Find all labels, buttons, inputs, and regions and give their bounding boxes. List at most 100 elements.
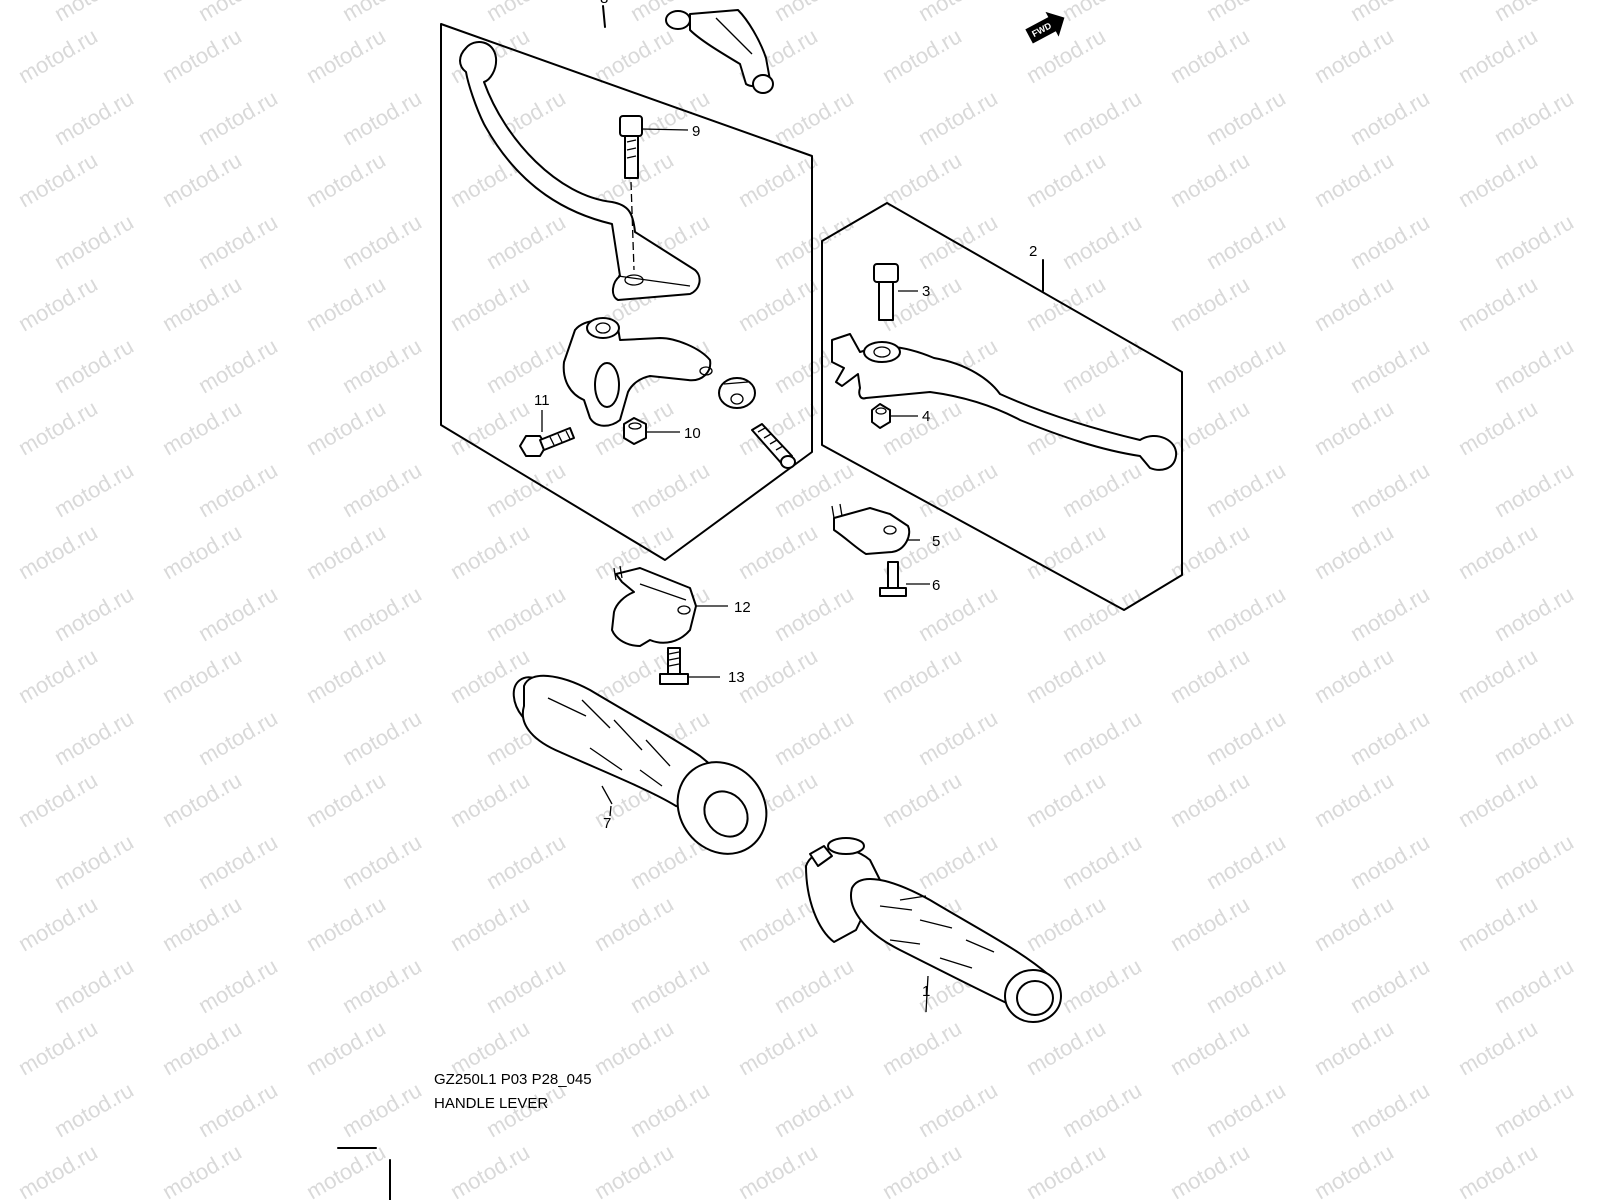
watermark-text: motod.ru (626, 457, 714, 522)
watermark-text: motod.ru (194, 829, 282, 894)
watermark-text: motod.ru (734, 1015, 822, 1080)
callout-4: 4 (922, 408, 930, 425)
model-code: GZ250L1 P03 P28_045 (434, 1071, 592, 1088)
watermark-text: motod.ru (50, 953, 138, 1018)
throttle-grip-1 (805, 837, 1062, 1023)
watermark-text: motod.ru (1490, 457, 1578, 522)
watermark-text: motod.ru (1346, 953, 1434, 1018)
grip-7 (512, 674, 768, 855)
watermark-text: motod.ru (482, 333, 570, 398)
watermark-text: motod.ru (158, 1015, 246, 1080)
watermark-text: motod.ru (1454, 1139, 1542, 1200)
watermark-text: motod.ru (302, 147, 390, 212)
watermark-text: motod.ru (1058, 457, 1146, 522)
watermark-text: motod.ru (1022, 147, 1110, 212)
callout-6: 6 (932, 577, 940, 594)
watermark-text: motod.ru (1346, 209, 1434, 274)
watermark-text: motod.ru (1454, 271, 1542, 336)
watermark-text: motod.ru (1490, 581, 1578, 646)
diagram-title: HANDLE LEVER (434, 1095, 548, 1112)
watermark-text: motod.ru (1058, 209, 1146, 274)
bolt-11 (519, 410, 575, 457)
watermark-text: motod.ru (1166, 395, 1254, 460)
watermark-text: motod.ru (1490, 85, 1578, 150)
watermark-text: motod.ru (590, 1015, 678, 1080)
callout-9: 9 (692, 123, 700, 140)
assembly-box-8 (440, 23, 813, 561)
watermark-text: motod.ru (302, 643, 390, 708)
watermark-text: motod.ru (914, 457, 1002, 522)
watermark-text: motod.ru (734, 519, 822, 584)
watermark-text: motod.ru (14, 395, 102, 460)
watermark-text: motod.ru (194, 457, 282, 522)
watermark-text: motod.ru (1202, 581, 1290, 646)
watermark-text: motod.ru (1346, 333, 1434, 398)
watermark-text: motod.ru (158, 271, 246, 336)
watermark-text: motod.ru (1022, 767, 1110, 832)
watermark-text: motod.ru (482, 209, 570, 274)
watermark-text: motod.ru (1166, 519, 1254, 584)
callout-11: 11 (534, 392, 550, 409)
watermark-text: motod.ru (770, 581, 858, 646)
watermark-text: motod.ru (158, 519, 246, 584)
watermark-text: motod.ru (1490, 333, 1578, 398)
watermark-text: motod.ru (1202, 457, 1290, 522)
watermark-text: motod.ru (914, 209, 1002, 274)
watermark-text: motod.ru (338, 85, 426, 150)
watermark-text: motod.ru (1022, 643, 1110, 708)
watermark-text: motod.ru (482, 953, 570, 1018)
watermark-text: motod.ru (50, 333, 138, 398)
watermark-text: motod.ru (1310, 147, 1398, 212)
watermark-text: motod.ru (734, 643, 822, 708)
adjuster-screw (751, 423, 796, 469)
watermark-text: motod.ru (194, 0, 282, 26)
watermark-text: motod.ru (158, 147, 246, 212)
fwd-arrow-icon: FWD (1025, 11, 1065, 44)
watermark-text: motod.ru (302, 891, 390, 956)
watermark-text: motod.ru (158, 643, 246, 708)
watermark-text: motod.ru (770, 705, 858, 770)
watermark-text: motod.ru (1022, 1015, 1110, 1080)
watermark-text: motod.ru (50, 457, 138, 522)
cable-adjuster-top (665, 9, 774, 94)
watermark-text: motod.ru (914, 581, 1002, 646)
watermark-text: motod.ru (914, 0, 1002, 26)
watermark-text: motod.ru (878, 23, 966, 88)
watermark-text: motod.ru (1454, 891, 1542, 956)
watermark-text: motod.ru (626, 1077, 714, 1142)
watermark-text: motod.ru (1202, 0, 1290, 26)
watermark-text: motod.ru (14, 147, 102, 212)
watermark-text: motod.ru (446, 395, 534, 460)
nut-4 (871, 403, 918, 429)
callout-13: 13 (728, 669, 745, 686)
watermark-text: motod.ru (194, 705, 282, 770)
clutch-lever (459, 41, 701, 301)
watermark-text: motod.ru (482, 457, 570, 522)
clutch-lever-assembly (440, 5, 813, 561)
watermark-text: motod.ru (770, 85, 858, 150)
watermark-text: motod.ru (914, 85, 1002, 150)
watermark-text: motod.ru (302, 767, 390, 832)
watermark-text: motod.ru (1202, 829, 1290, 894)
watermark-text: motod.ru (1166, 147, 1254, 212)
watermark-text: motod.ru (338, 581, 426, 646)
watermark-text: motod.ru (1310, 643, 1398, 708)
watermark-text: motod.ru (302, 23, 390, 88)
watermark-text: motod.ru (1202, 953, 1290, 1018)
watermark-text: motod.ru (338, 1077, 426, 1142)
watermark-text: motod.ru (50, 705, 138, 770)
watermark-text: motod.ru (1346, 0, 1434, 26)
watermark-text: motod.ru (1058, 1077, 1146, 1142)
brake-lever-assembly (821, 202, 1183, 611)
watermark-text: motod.ru (1310, 271, 1398, 336)
watermark-text: motod.ru (1022, 1139, 1110, 1200)
watermark-text: motod.ru (1490, 953, 1578, 1018)
screw-6 (879, 561, 930, 597)
watermark-text: motod.ru (338, 953, 426, 1018)
lever-bracket (562, 317, 713, 427)
watermark-text: motod.ru (1454, 147, 1542, 212)
watermark-text: motod.ru (914, 829, 1002, 894)
watermark-text: motod.ru (14, 271, 102, 336)
watermark-text: motod.ru (194, 1077, 282, 1142)
